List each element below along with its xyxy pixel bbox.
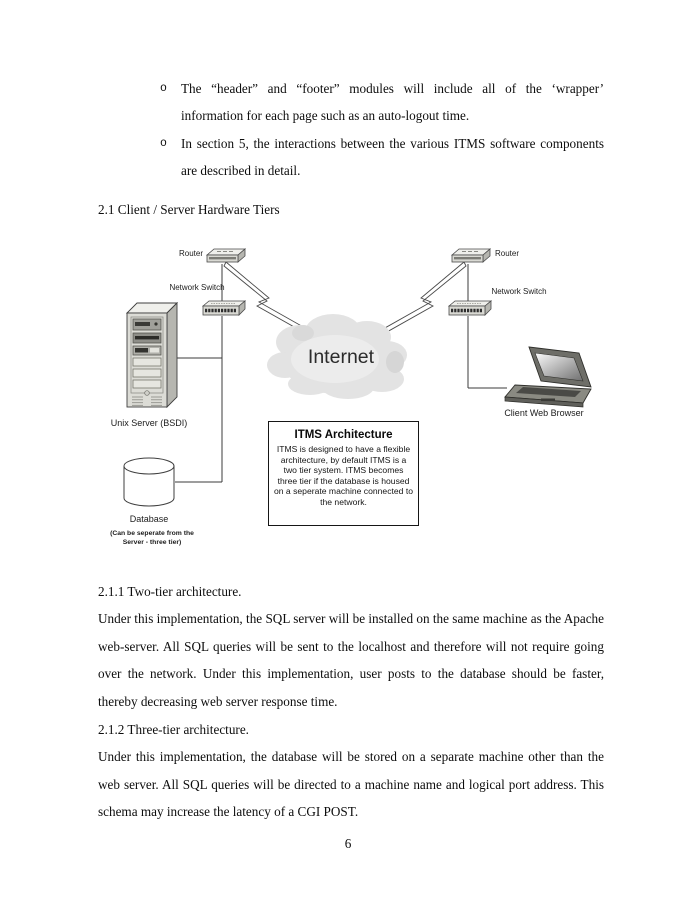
bullet-text: The “header” and “footer” modules will i… (181, 81, 604, 124)
section-heading-2-1: 2.1 Client / Server Hardware Tiers (98, 202, 280, 217)
switch-right-label: Network Switch (491, 287, 547, 296)
internet-label: Internet (307, 346, 375, 368)
section-2-1-1-body: Under this implementation, the SQL serve… (98, 611, 604, 709)
router-right-label: Router (495, 249, 520, 258)
section-2-1-2: 2.1.2 Three-tier architecture. Under thi… (98, 716, 604, 826)
router-icon (205, 248, 247, 263)
network-switch-icon (447, 300, 493, 316)
unix-server-label: Unix Server (BSDI) (110, 418, 188, 428)
router-icon (450, 248, 492, 263)
list-item: o In section 5, the interactions between… (160, 130, 604, 185)
itms-box-line: ITMS is designed to have a flexible (276, 444, 411, 454)
itms-box-line: architecture, by default ITMS is a (280, 454, 407, 465)
bullet-marker-icon: o (160, 82, 167, 95)
connection-lines (175, 264, 507, 483)
bullet-list: o The “header” and “footer” modules will… (160, 75, 604, 185)
database-icon (123, 457, 175, 507)
itms-box-title: ITMS Architecture (294, 429, 393, 441)
section-2-1-2-title: 2.1.2 Three-tier architecture. (98, 722, 249, 737)
diagram-canvas (123, 248, 592, 507)
internet-cloud-icon (267, 314, 407, 399)
architecture-diagram: Router Router Network Switch Network Swi… (95, 237, 607, 557)
itms-box-line: three tier if the database is housed (277, 475, 410, 486)
bullet-text: In section 5, the interactions between t… (181, 135, 604, 179)
database-note-line: Server - three tier) (122, 538, 182, 546)
client-web-browser-label: Client Web Browser (504, 408, 584, 418)
database-note-line: (Can be seperate from the (110, 530, 194, 537)
section-2-1-1: 2.1.1 Two-tier architecture. Under this … (98, 578, 604, 715)
itms-architecture-box: ITMS Architecture ITMS is designed to ha… (268, 421, 419, 526)
itms-box-line: two tier system. ITMS becomes (283, 465, 404, 476)
itms-box-line: on a seperate machine connected to (273, 486, 414, 497)
server-icon (125, 301, 179, 409)
itms-box-line: the network. (320, 496, 367, 507)
section-2-1-1-title: 2.1.1 Two-tier architecture. (98, 584, 242, 599)
switch-left-label: Network Switch (169, 283, 225, 292)
list-item: o The “header” and “footer” modules will… (160, 75, 604, 130)
router-left-label: Router (178, 249, 203, 258)
page-number: 6 (344, 836, 352, 851)
database-note: (Can be seperate from the Server - three… (99, 530, 205, 547)
database-label: Database (129, 514, 169, 524)
lightning-link-icon (375, 261, 467, 338)
network-switch-icon (201, 300, 247, 316)
section-2-1-2-body: Under this implementation, the database … (98, 749, 604, 820)
bullet-marker-icon: o (160, 136, 167, 150)
laptop-icon (504, 346, 592, 408)
